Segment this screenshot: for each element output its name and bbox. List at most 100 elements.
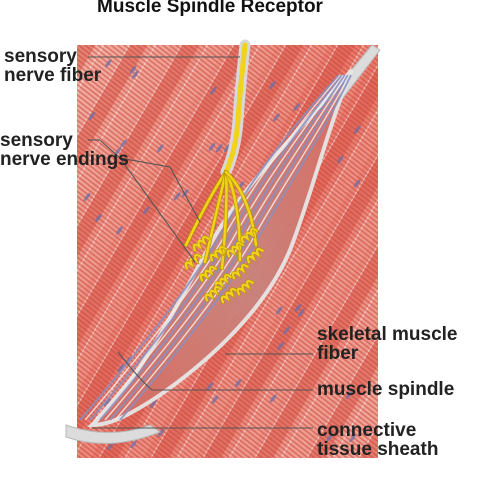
nucleus-mark <box>354 125 361 134</box>
nucleus-mark <box>269 394 277 403</box>
muscle-fiber-band <box>0 20 6 470</box>
nerve-branch <box>184 170 228 247</box>
sensory-nerve-endings-coils <box>184 227 265 305</box>
nerve-branch <box>224 170 258 247</box>
label-sensory-nerve-endings: sensory nerve endings <box>0 131 129 169</box>
nucleus-mark <box>349 434 356 443</box>
nucleus-mark <box>215 144 223 153</box>
nucleus-mark <box>234 379 242 388</box>
nerve-ending-coil <box>231 263 249 280</box>
muscle-fiber-edge <box>0 20 66 470</box>
nucleus-mark <box>277 342 284 351</box>
nerve-branch <box>224 170 242 262</box>
nucleus-mark <box>95 213 102 222</box>
muscle-fiber-band <box>77 45 84 458</box>
nucleus-mark <box>297 308 305 317</box>
muscle-fiber-band <box>378 20 489 470</box>
nucleus-mark <box>337 155 344 164</box>
nucleus-mark <box>83 193 91 202</box>
sensory-nerve-fiber <box>223 42 248 175</box>
nerve-ending-coil <box>184 253 202 270</box>
nucleus-mark <box>326 433 333 442</box>
muscle-fiber-edge <box>456 20 489 470</box>
muscle-fiber-band <box>0 20 58 470</box>
nucleus-mark <box>283 326 290 335</box>
leader-lines <box>88 56 313 429</box>
label-line: nerve endings <box>0 149 129 170</box>
nucleus-mark <box>88 111 96 121</box>
intrafusal-fiber <box>79 74 340 421</box>
nucleus-mark <box>142 206 150 215</box>
nucleus-mark <box>275 306 283 315</box>
label-line: muscle spindle <box>317 379 455 400</box>
label-line: nerve fiber <box>4 65 102 86</box>
nucleus-mark <box>156 144 164 153</box>
nerve-ending-coil <box>209 245 227 262</box>
leader-muscle-spindle-bracket <box>117 351 153 391</box>
muscle-fiber-edge <box>0 20 40 470</box>
nucleus-mark <box>208 142 216 151</box>
nucleus-mark <box>210 86 217 95</box>
nucleus-mark <box>353 179 361 188</box>
muscle-fiber-edge <box>482 20 489 470</box>
nucleus-mark <box>157 428 165 437</box>
nucleus-mark <box>149 400 157 409</box>
intrafusal-fiber <box>119 74 352 421</box>
muscle-fiber-band <box>430 20 489 470</box>
nerve-ending-coil <box>192 235 210 252</box>
nucleus-mark <box>104 398 111 407</box>
label-line: fiber <box>317 343 359 364</box>
muscle-fiber-edge <box>377 45 378 458</box>
label-connective-tissue-sheath: connective tissue sheath <box>317 421 438 459</box>
nerve-ending-coil <box>246 247 264 264</box>
label-muscle-spindle: muscle spindle <box>317 380 454 399</box>
nucleus-mark <box>273 113 280 122</box>
muscle-fiber-edge <box>430 20 489 470</box>
nucleus-mark <box>211 395 219 404</box>
label-line: skeletal muscle <box>317 324 458 345</box>
nerve-ending-coil <box>220 287 238 304</box>
nucleus-mark <box>173 192 181 201</box>
nucleus-mark <box>107 442 114 451</box>
nerve-ending-coil <box>214 273 232 290</box>
label-line: sensory <box>4 46 77 67</box>
nucleus-mark <box>181 189 189 198</box>
label-line: connective <box>317 420 417 441</box>
nucleus-mark <box>131 70 139 79</box>
muscle-fiber-band <box>482 20 489 470</box>
muscle-fiber-edge <box>404 20 489 470</box>
label-skeletal-muscle-fiber: skeletal muscle fiber <box>317 325 457 363</box>
muscle-fiber-edge <box>0 20 14 470</box>
muscle-fiber-band <box>456 20 489 470</box>
sensory-nerve <box>184 39 265 305</box>
nucleus-mark <box>104 59 112 68</box>
nerve-ending-coil <box>240 227 258 244</box>
connective-tissue-sheath-tail <box>65 424 162 444</box>
nucleus-mark <box>120 139 128 148</box>
nucleus-mark <box>206 382 214 391</box>
nucleus-mark <box>114 147 122 156</box>
label-line: tissue sheath <box>317 439 439 460</box>
nerve-ending-coil <box>236 279 254 296</box>
nerve-ending-coil <box>226 241 244 258</box>
nerve-ending-coil <box>199 265 217 282</box>
leader-sensory-nerve-endings-c <box>119 157 201 223</box>
nucleus-mark <box>116 226 123 235</box>
nerve-ending-coil <box>204 285 222 302</box>
nucleus-mark <box>130 440 137 449</box>
label-sensory-nerve-fiber: sensory nerve fiber <box>4 47 101 85</box>
nucleus-mark <box>117 364 124 373</box>
label-line: sensory <box>0 130 73 151</box>
nucleus-mark <box>223 143 231 152</box>
nucleus-mark <box>294 303 302 312</box>
intrafusal-fiber <box>94 74 345 421</box>
page-title: Muscle Spindle Receptor <box>97 0 323 17</box>
nucleus-mark <box>269 81 276 90</box>
nucleus-mark <box>293 103 301 112</box>
intrafusal-fiber <box>89 74 343 421</box>
sensory-nerve-branches <box>184 170 258 270</box>
nucleus-mark <box>129 65 137 74</box>
muscle-fiber-band <box>404 20 489 470</box>
